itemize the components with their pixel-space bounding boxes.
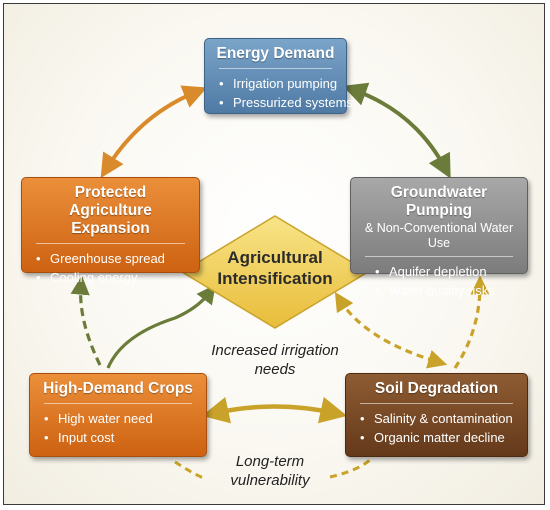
list-item: • High water need	[44, 409, 196, 428]
bullet-text: Input cost	[58, 430, 115, 445]
groundwater-pumping-title: Groundwater Pumping	[390, 184, 488, 219]
intensification-diamond	[180, 215, 370, 329]
arrow-crops-intensification	[106, 284, 216, 369]
energy-demand-title: Energy Demand	[216, 45, 335, 62]
high-demand-crops-list: • High water need • Input cost	[40, 409, 196, 447]
bullet-icon: •	[44, 411, 49, 426]
soil-degradation-list: • Salinity & contamination • Organic matte…	[356, 409, 517, 447]
energy-demand-list: • Irrigation pumping • Pressurized systems	[215, 74, 353, 112]
high-demand-crops-title: High-Demand Crops	[43, 380, 193, 397]
bullet-icon: •	[375, 264, 380, 279]
long-term-vulnerability-caption: Long-term vulnerability	[205, 452, 335, 490]
high-demand-crops-divider	[44, 403, 192, 404]
bullet-text: Cooling energy	[50, 270, 138, 285]
irrigation-needs-caption-line1: Increased irrigation	[211, 342, 339, 359]
bullet-icon: •	[375, 283, 380, 298]
protected-agriculture-box: Protected Agriculture Expansion • Greenho…	[21, 177, 200, 285]
protected-agriculture-list: • Greenhouse spread • Cooling energy	[32, 249, 189, 287]
bullet-text: Pressurized systems	[233, 95, 353, 110]
bullet-icon: •	[36, 251, 41, 266]
high-demand-crops-box: High-Demand Crops • High water need • Inpu…	[29, 373, 207, 457]
groundwater-pumping-divider	[365, 256, 513, 257]
list-item: • Aquifer depletion	[375, 262, 517, 281]
energy-demand-box: Energy Demand • Irrigation pumping • Press…	[204, 38, 353, 114]
long-term-vulnerability-caption-line2: vulnerability	[230, 472, 310, 489]
intensification-label-line1: Agricultural	[227, 248, 323, 267]
arrow-energy-protected	[100, 85, 208, 179]
arrow-crops-soil	[201, 396, 348, 424]
energy-demand-divider	[219, 68, 332, 69]
bullet-text: Organic matter decline	[374, 430, 505, 445]
list-item: • Pressurized systems	[219, 93, 353, 112]
irrigation-needs-caption: Increased irrigation needs	[195, 341, 355, 379]
bullet-text: High water need	[58, 411, 153, 426]
bullet-icon: •	[360, 411, 365, 426]
groundwater-pumping-box: Groundwater Pumping & Non-Conventional W…	[350, 177, 528, 298]
bullet-icon: •	[44, 430, 49, 445]
soil-degradation-divider	[360, 403, 513, 404]
list-item: • Greenhouse spread	[36, 249, 189, 268]
arrow-intensification-soil	[334, 291, 448, 369]
protected-agriculture-title: Protected Agriculture Expansion	[32, 184, 189, 238]
protected-agriculture-title-line2: Expansion	[71, 220, 150, 237]
arrow-vulnerability-loop	[174, 460, 206, 480]
soil-degradation-box: Soil Degradation • Salinity & contaminati…	[345, 373, 528, 457]
soil-degradation-title: Soil Degradation	[374, 380, 499, 397]
groundwater-pumping-list: • Aquifer depletion • Water quality risks	[361, 262, 517, 300]
bullet-text: Aquifer depletion	[389, 264, 487, 279]
bullet-text: Greenhouse spread	[50, 251, 165, 266]
bullet-icon: •	[36, 270, 41, 285]
intensification-label: Agricultural Intensification	[200, 247, 350, 289]
arrow-energy-groundwater	[342, 82, 451, 179]
protected-agriculture-divider	[36, 243, 185, 244]
bullet-text: Water quality risks	[389, 283, 495, 298]
list-item: • Organic matter decline	[360, 428, 517, 447]
bullet-text: Salinity & contamination	[374, 411, 513, 426]
bullet-icon: •	[360, 430, 365, 445]
intensification-label-line2: Intensification	[217, 269, 333, 288]
arrow-crops-protected	[70, 275, 102, 366]
list-item: • Input cost	[44, 428, 196, 447]
bullet-text: Irrigation pumping	[233, 76, 338, 91]
bullet-icon: •	[219, 76, 224, 91]
list-item: • Salinity & contamination	[360, 409, 517, 428]
long-term-vulnerability-caption-line1: Long-term	[235, 453, 305, 470]
list-item: • Cooling energy	[36, 268, 189, 287]
arrow-vulnerability-loop-right	[329, 456, 374, 479]
list-item: • Irrigation pumping	[219, 74, 338, 93]
bullet-icon: •	[219, 95, 224, 110]
groundwater-pumping-subtitle: & Non-Conventional Water Use	[364, 221, 514, 250]
irrigation-needs-caption-line2: needs	[254, 361, 296, 378]
protected-agriculture-title-line1: Protected Agriculture	[69, 184, 152, 219]
list-item: • Water quality risks	[375, 281, 517, 300]
